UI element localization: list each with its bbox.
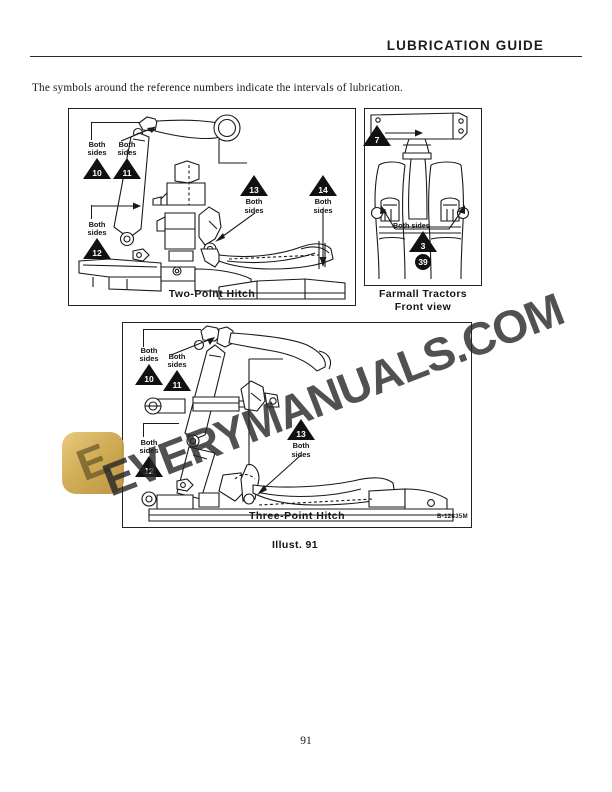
caption-line-2: Front view (394, 300, 452, 313)
callout-3-note: Both sides (393, 221, 430, 230)
figure-two-point-hitch: Both sides 10 Both sides 11 Both sides 1… (68, 108, 356, 306)
leader-arrow (385, 129, 423, 137)
callout-10: Both sides 10 (77, 140, 117, 181)
leader-line (143, 423, 179, 425)
leader-line (143, 329, 201, 331)
callout-7: 7 (362, 125, 392, 148)
leader-arrow (170, 337, 215, 356)
callout-10: Both sides 10 (129, 346, 169, 387)
page-header: LUBRICATION GUIDE (30, 38, 582, 57)
figure-front-view: 7 Both sides 3 39 (362, 108, 482, 286)
triangle-marker-11: 11 (113, 157, 141, 179)
triangle-marker-13: 13 (240, 175, 268, 196)
page-number: 91 (300, 735, 312, 747)
caption-line-1: Farmall Tractors (378, 288, 468, 300)
callout-13: 13 Both sides (234, 175, 274, 215)
figure-caption-two-point: Two-Point Hitch (168, 288, 256, 300)
leader-arrow (120, 126, 156, 142)
leader-line (91, 122, 139, 124)
callout-11: Both sides 11 (107, 140, 147, 181)
watermark-logo-icon (62, 432, 124, 494)
leader-line (143, 423, 145, 437)
callout-12: Both sides 12 (129, 438, 169, 479)
leader-arrow (319, 209, 327, 267)
leader-arrow (215, 212, 256, 242)
leader-line (91, 205, 93, 219)
figure-caption-three-point: Three-Point Hitch (248, 510, 345, 522)
leader-line (91, 122, 93, 140)
leader-arrow (91, 202, 141, 210)
triangle-marker-12: 12 (135, 455, 163, 477)
circle-marker-39: 39 (415, 254, 431, 271)
figure-three-point-hitch: Both sides 10 Both sides 11 Both sides 1… (122, 322, 472, 528)
triangle-marker-10: 10 (135, 363, 163, 385)
triangle-marker-11: 11 (163, 369, 191, 391)
intro-text: The symbols around the reference numbers… (32, 82, 404, 94)
figure-caption-front-view: Farmall Tractors Front view (364, 288, 482, 313)
three-point-hitch-drawing (141, 325, 454, 522)
illustration-label: Illust. 91 (271, 539, 318, 551)
triangle-marker-13: 13 (287, 419, 315, 440)
callout-12: Both sides 12 (77, 220, 117, 261)
triangle-marker-7: 7 (363, 125, 391, 146)
triangle-marker-14: 14 (309, 175, 337, 196)
callout-11: Both sides 11 (157, 352, 197, 393)
callout-3: 3 39 (405, 231, 441, 271)
triangle-marker-3: 3 (409, 231, 437, 252)
leader-arrow (257, 454, 302, 495)
triangle-marker-12: 12 (83, 237, 111, 259)
callout-13: 13 Both sides (281, 419, 321, 459)
leader-arrow-pair (380, 205, 465, 230)
triangle-marker-10: 10 (83, 157, 111, 179)
page-title: LUBRICATION GUIDE (386, 38, 544, 53)
header-divider (30, 56, 582, 57)
drawing-part-number: B-12835M (437, 513, 468, 520)
leader-line (143, 329, 145, 347)
